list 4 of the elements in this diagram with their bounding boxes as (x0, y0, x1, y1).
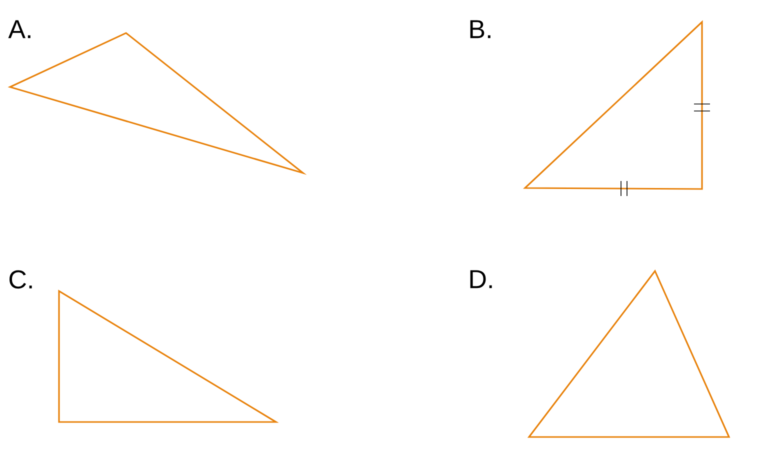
shape-label: A. (8, 20, 30, 38)
shape-label: D. (470, 270, 492, 288)
shape-label: B. (470, 20, 490, 38)
shape-label: C. (10, 270, 32, 289)
